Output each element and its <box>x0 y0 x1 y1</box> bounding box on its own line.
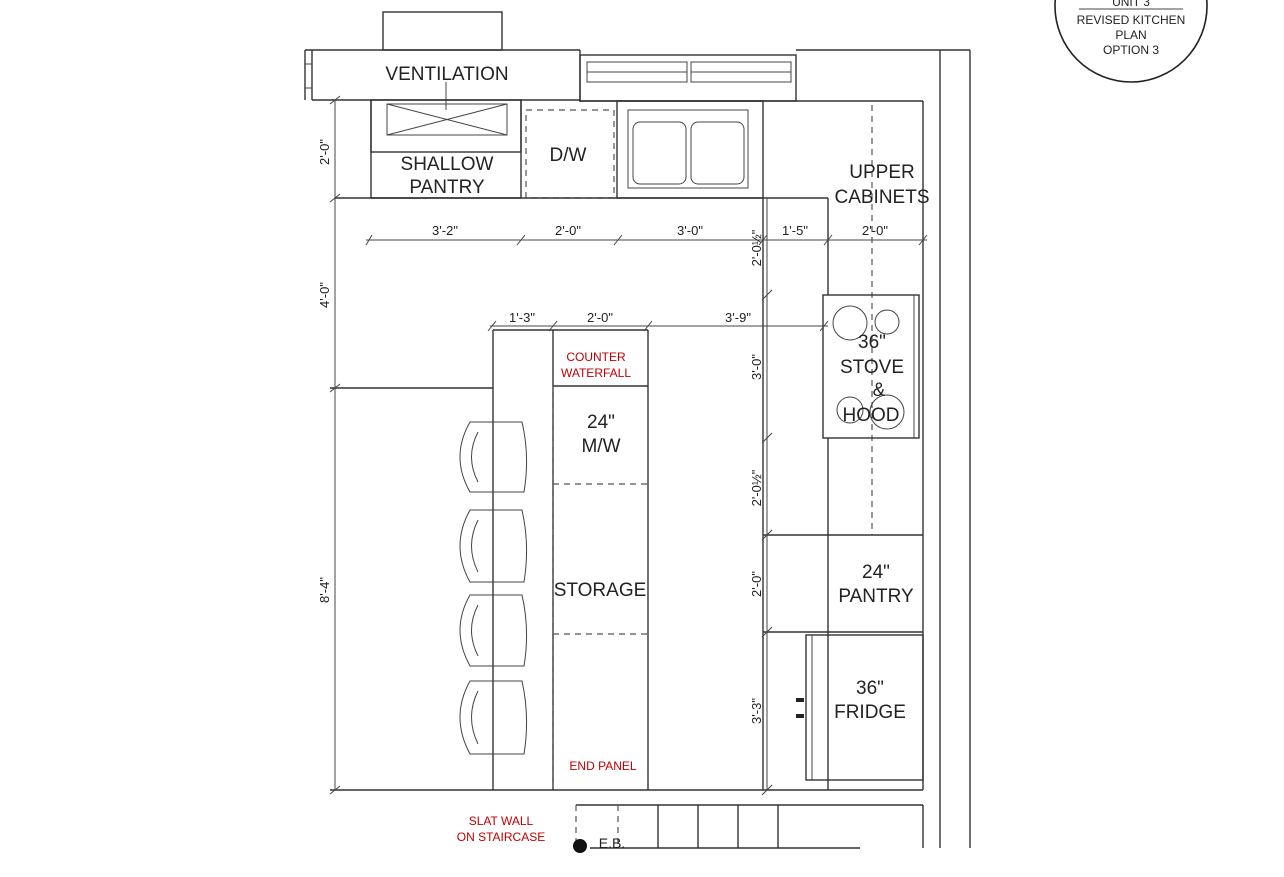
fridge-label-2: FRIDGE <box>834 702 906 723</box>
dim-upper: 2'-0" <box>862 223 888 238</box>
stove-and-hood <box>822 294 920 439</box>
title-line2: PLAN <box>1115 28 1146 42</box>
right-dimension-line <box>761 198 773 796</box>
counter-waterfall-note-1: COUNTER <box>566 350 626 364</box>
bar-stools <box>459 421 528 755</box>
upper-cabinets-label-2: CABINETS <box>834 187 929 208</box>
dim-dishwasher: 2'-0" <box>555 223 581 238</box>
island-dimension-line <box>487 320 829 332</box>
dim-corner: 1'-5" <box>782 223 808 238</box>
fridge <box>796 634 924 781</box>
fridge-label-1: 36" <box>856 678 884 699</box>
shallow-pantry-label-1: SHALLOW <box>401 154 494 175</box>
stove-label-2: STOVE <box>840 357 904 378</box>
pantry-label-1: 24" <box>862 562 890 583</box>
pantry-label-2: PANTRY <box>838 586 914 607</box>
microwave-label-1: 24" <box>587 412 615 433</box>
end-panel-note: END PANEL <box>569 759 636 773</box>
dim-left-upper: 2'-0" <box>317 139 332 165</box>
stove-label-3: & <box>873 380 886 401</box>
staircase <box>573 804 924 853</box>
dim-left-mid: 4'-0" <box>317 282 332 308</box>
dim-right-d: 2'-0" <box>749 571 764 597</box>
title-block: UNIT 3 REVISED KITCHEN PLAN OPTION 3 <box>1054 0 1208 83</box>
slat-wall-note-1: SLAT WALL <box>469 814 534 828</box>
dim-aisle: 3'-9" <box>725 310 751 325</box>
exterior-walls <box>304 11 971 848</box>
counter-waterfall-note-2: WATERFALL <box>561 366 631 380</box>
title-line3: OPTION 3 <box>1103 43 1159 57</box>
title-line1: REVISED KITCHEN <box>1077 13 1186 27</box>
dim-sink: 3'-0" <box>677 223 703 238</box>
title-unit: UNIT 3 <box>1112 0 1150 9</box>
microwave-label-2: M/W <box>581 436 620 457</box>
dim-left-lower: 8'-4" <box>317 577 332 603</box>
dim-right-e: 3'-3" <box>749 698 764 724</box>
eb-label: E.B. <box>599 835 625 851</box>
shallow-pantry-label-2: PANTRY <box>409 177 485 198</box>
storage-label: STORAGE <box>554 580 647 601</box>
top-dimension-line <box>365 234 928 246</box>
kitchen-island <box>330 329 923 791</box>
left-dimension-line <box>329 95 341 795</box>
stove-label-1: 36" <box>858 332 886 353</box>
dim-island-overhang: 1'-3" <box>509 310 535 325</box>
upper-cabinets-label-1: UPPER <box>849 162 914 183</box>
slat-wall-note-2: ON STAIRCASE <box>457 830 545 844</box>
dim-island-width: 2'-0" <box>587 310 613 325</box>
dim-right-c: 2'-0½" <box>749 469 764 506</box>
dishwasher-label: D/W <box>550 145 587 166</box>
dim-right-b: 3'-0" <box>749 354 764 380</box>
ventilation-label: VENTILATION <box>385 64 508 85</box>
stove-label-4: HOOD <box>843 405 900 426</box>
dim-shallow-pantry: 3'-2" <box>432 223 458 238</box>
sink <box>616 100 764 199</box>
dim-right-a: 2'-0½" <box>749 229 764 266</box>
